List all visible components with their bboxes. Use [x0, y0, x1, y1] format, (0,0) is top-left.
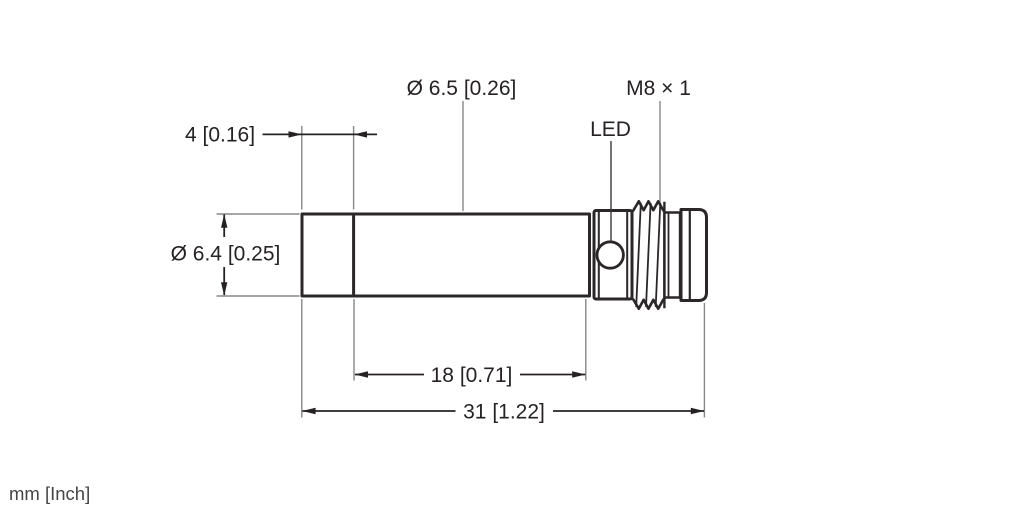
dim-tip-diameter: Ø 6.4 [0.25]: [171, 214, 281, 296]
dim-overall-length: 31 [1.22]: [302, 401, 705, 424]
dim-barrel-length-arrow-left: [354, 371, 368, 378]
sensor-body: [300, 200, 708, 311]
dim-tip-diameter-arrow-down: [221, 282, 228, 296]
thread-flank-1: [635, 202, 642, 308]
extension-lines: [216, 101, 706, 418]
tip-diameter-label: Ø 6.4 [0.25]: [171, 243, 281, 266]
barrel-length-label: 18 [0.71]: [431, 364, 513, 387]
connector-end: [663, 208, 708, 302]
dim-tip-length: 4 [0.16]: [185, 124, 377, 147]
thread-crest-top: [631, 200, 665, 212]
dim-barrel-length-arrow-right: [572, 371, 586, 378]
thread-crest-bottom: [631, 298, 665, 311]
dim-barrel-length: 18 [0.71]: [354, 364, 586, 387]
thread-spec-label: M8 × 1: [626, 77, 691, 100]
dim-overall-length-arrow-right: [690, 407, 705, 415]
led-indicator-circle: [595, 240, 625, 270]
dim-tip-length-arrow-right: [288, 131, 302, 138]
dim-tip-length-arrow-left: [353, 131, 367, 138]
connector-end-cap: [679, 208, 708, 302]
dim-overall-length-arrow-left: [302, 407, 316, 415]
tip-length-label: 4 [0.16]: [185, 124, 255, 147]
connector-neck: [663, 211, 682, 299]
units-note: mm [Inch]: [9, 483, 90, 504]
led-collar: [592, 209, 634, 301]
led-label: LED: [590, 118, 631, 141]
led-callout: LED: [590, 118, 631, 242]
thread-profile: [631, 200, 666, 311]
overall-length-label: 31 [1.22]: [463, 401, 545, 424]
led-collar-outline: [592, 209, 634, 301]
dim-tip-diameter-arrow-up: [221, 214, 228, 228]
thread-flank-3: [654, 202, 662, 308]
thread-flank-2: [645, 202, 652, 308]
barrel-outline: [300, 212, 591, 298]
body-diameter-label: Ø 6.5 [0.26]: [407, 77, 517, 100]
